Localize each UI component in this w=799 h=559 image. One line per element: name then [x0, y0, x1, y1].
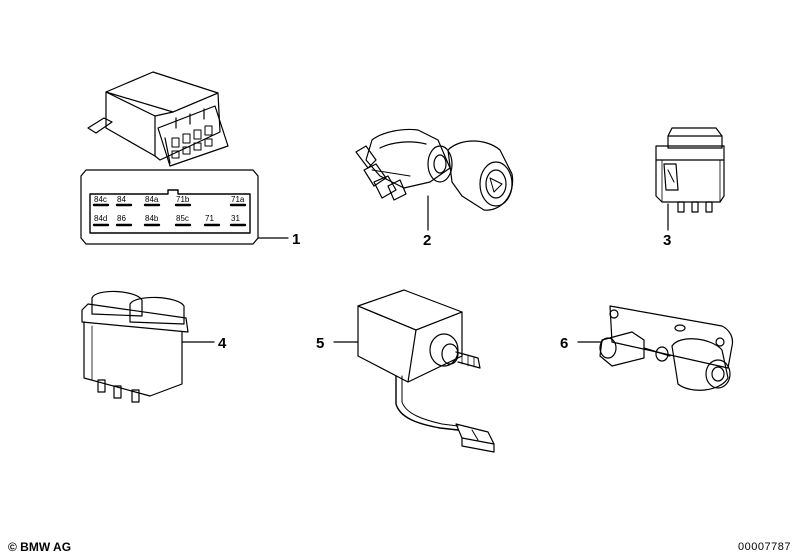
callout-3[interactable]: 3	[663, 232, 671, 249]
pin-label: 71b	[176, 195, 190, 204]
callout-5[interactable]: 5	[316, 335, 324, 352]
pin-label: 84c	[94, 195, 107, 204]
document-number: 00007787	[738, 541, 791, 553]
part-3-push-switch[interactable]	[655, 127, 725, 231]
pin-label: 85c	[176, 214, 189, 223]
callout-4[interactable]: 4	[218, 335, 227, 352]
pin-label: 31	[231, 214, 240, 223]
pin-label: 84d	[94, 214, 107, 223]
copyright-text: © BMW AG	[8, 540, 72, 554]
pin-label: 84b	[145, 214, 159, 223]
pin-label: 71a	[231, 195, 245, 204]
part-5-sensor[interactable]	[333, 289, 495, 453]
part-1-relay-module[interactable]: 84c 84 84a 71b 71a 84d 86 84b 85c 71 31	[80, 71, 289, 245]
callout-1[interactable]: 1	[292, 231, 300, 248]
pin-label: 71	[205, 214, 214, 223]
pin-label: 86	[117, 214, 126, 223]
pin-label: 84	[117, 195, 126, 204]
part-4-rocker-switch[interactable]	[81, 290, 215, 403]
pin-label: 84a	[145, 195, 159, 204]
part-6-bracket-actuator[interactable]	[577, 305, 734, 391]
callout-6[interactable]: 6	[560, 335, 568, 352]
callout-2[interactable]: 2	[423, 232, 431, 249]
part-2-rotary-switch[interactable]	[355, 128, 514, 231]
